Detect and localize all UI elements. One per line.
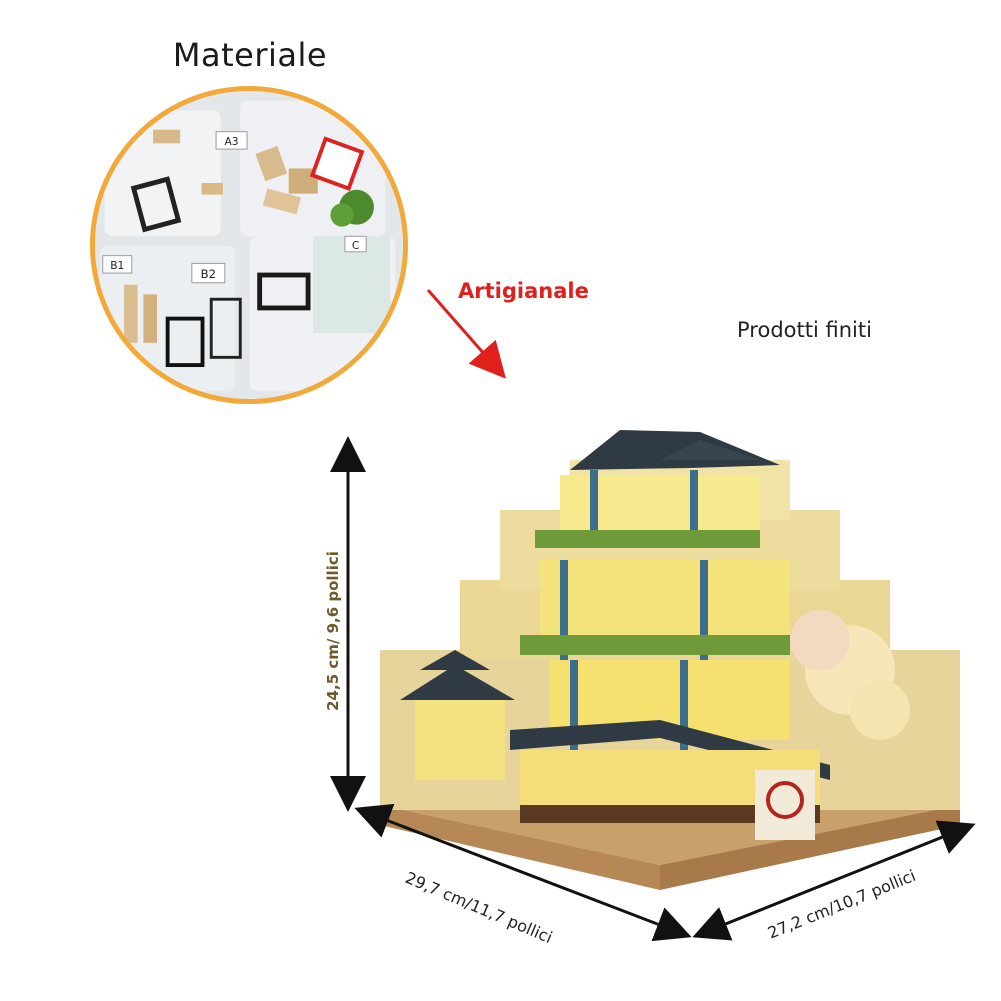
materials-illustration: A3 B1 B2 C <box>95 91 403 399</box>
materials-photo: A3 B1 B2 C <box>90 86 408 404</box>
height-dimension-label: 24,5 cm/ 9,6 pollici <box>324 551 342 711</box>
finished-label: Prodotti finiti <box>737 318 872 342</box>
bag-label-a3: A3 <box>225 135 239 148</box>
bag-label-b2: B2 <box>201 267 216 281</box>
bag-label-c: C <box>352 239 359 252</box>
materials-title: Materiale <box>172 36 328 74</box>
process-label: Artigianale <box>458 279 589 303</box>
finished-house-illustration <box>380 430 960 890</box>
bag-label-b1: B1 <box>110 259 124 272</box>
